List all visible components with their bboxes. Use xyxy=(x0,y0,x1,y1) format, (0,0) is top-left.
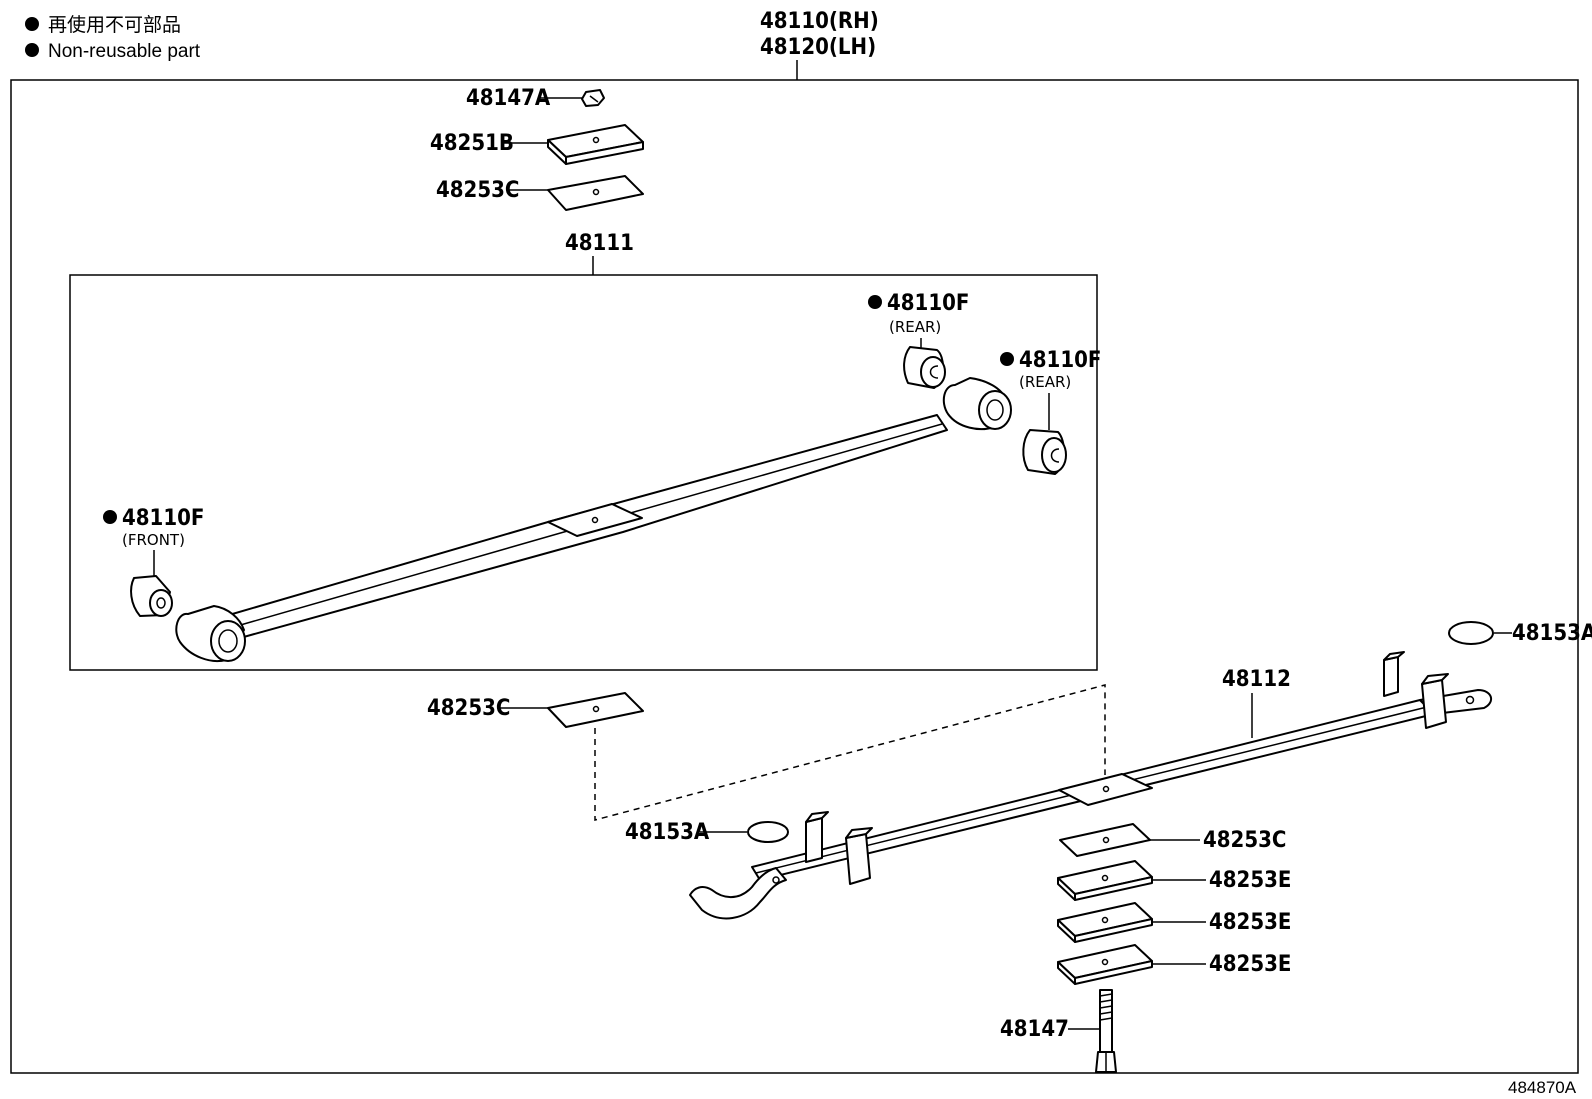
note-rear-2: (REAR) xyxy=(1019,373,1071,391)
label-48112: 48112 xyxy=(1222,667,1291,692)
pad-48153A-right xyxy=(1448,621,1494,645)
bushing-48110F-front xyxy=(130,575,173,617)
legend-english: Non-reusable part xyxy=(48,41,201,62)
note-rear-1: (REAR) xyxy=(889,318,941,336)
shim-48253E-2 xyxy=(1057,902,1153,943)
bushing-48110F-rear-1 xyxy=(903,346,946,389)
nut-48147A xyxy=(581,89,605,107)
label-48253C-stack: 48253C xyxy=(1203,828,1286,853)
label-48253E-1: 48253E xyxy=(1209,868,1291,893)
pad-48153A-left xyxy=(747,821,789,843)
label-48147: 48147 xyxy=(1000,1017,1069,1042)
assembly-number-lh: 48120(LH) xyxy=(760,35,876,60)
label-48110F-front: 48110F xyxy=(122,506,204,531)
label-48253C-mid: 48253C xyxy=(427,696,510,721)
non-reusable-bullet-icon xyxy=(103,510,117,524)
bushing-48110F-rear-2 xyxy=(1022,429,1067,475)
legend: 再使用不可部品 Non-reusable part xyxy=(25,14,201,62)
shim-48253E-1 xyxy=(1057,860,1153,901)
legend-japanese: 再使用不可部品 xyxy=(48,14,181,36)
non-reusable-bullet-icon xyxy=(868,295,882,309)
non-reusable-bullet-icon xyxy=(25,17,39,31)
assembly-number-rh: 48110(RH) xyxy=(760,9,879,34)
assembly-frame xyxy=(10,79,1579,1074)
label-48147A: 48147A xyxy=(466,86,551,111)
non-reusable-bullet-icon xyxy=(1000,352,1014,366)
label-48253C-top: 48253C xyxy=(436,178,519,203)
shim-48253C-stack xyxy=(1059,823,1151,857)
label-48153A-left: 48153A xyxy=(625,820,710,845)
alignment-dashed-line xyxy=(594,684,1106,821)
shim-48253C-top xyxy=(547,175,644,211)
leaf-spring-48112 xyxy=(689,651,1493,920)
label-48251B: 48251B xyxy=(430,131,514,156)
label-48153A-right: 48153A xyxy=(1512,621,1592,646)
plate-48251B xyxy=(547,124,644,165)
label-48253E-2: 48253E xyxy=(1209,910,1291,935)
label-48111: 48111 xyxy=(565,231,634,256)
leaf-spring-48111 xyxy=(175,377,1012,662)
subassembly-48111-frame xyxy=(69,274,1098,671)
diagram-code: 484870A xyxy=(1508,1078,1577,1097)
shim-48253E-3 xyxy=(1057,944,1153,985)
center-bolt-48147 xyxy=(1095,989,1117,1073)
label-48110F-rear-2: 48110F xyxy=(1019,348,1101,373)
label-48110F-rear-1: 48110F xyxy=(887,291,969,316)
non-reusable-bullet-icon xyxy=(25,43,39,57)
shim-48253C-mid xyxy=(547,692,644,728)
note-front: (FRONT) xyxy=(122,531,185,549)
label-48253E-3: 48253E xyxy=(1209,952,1291,977)
